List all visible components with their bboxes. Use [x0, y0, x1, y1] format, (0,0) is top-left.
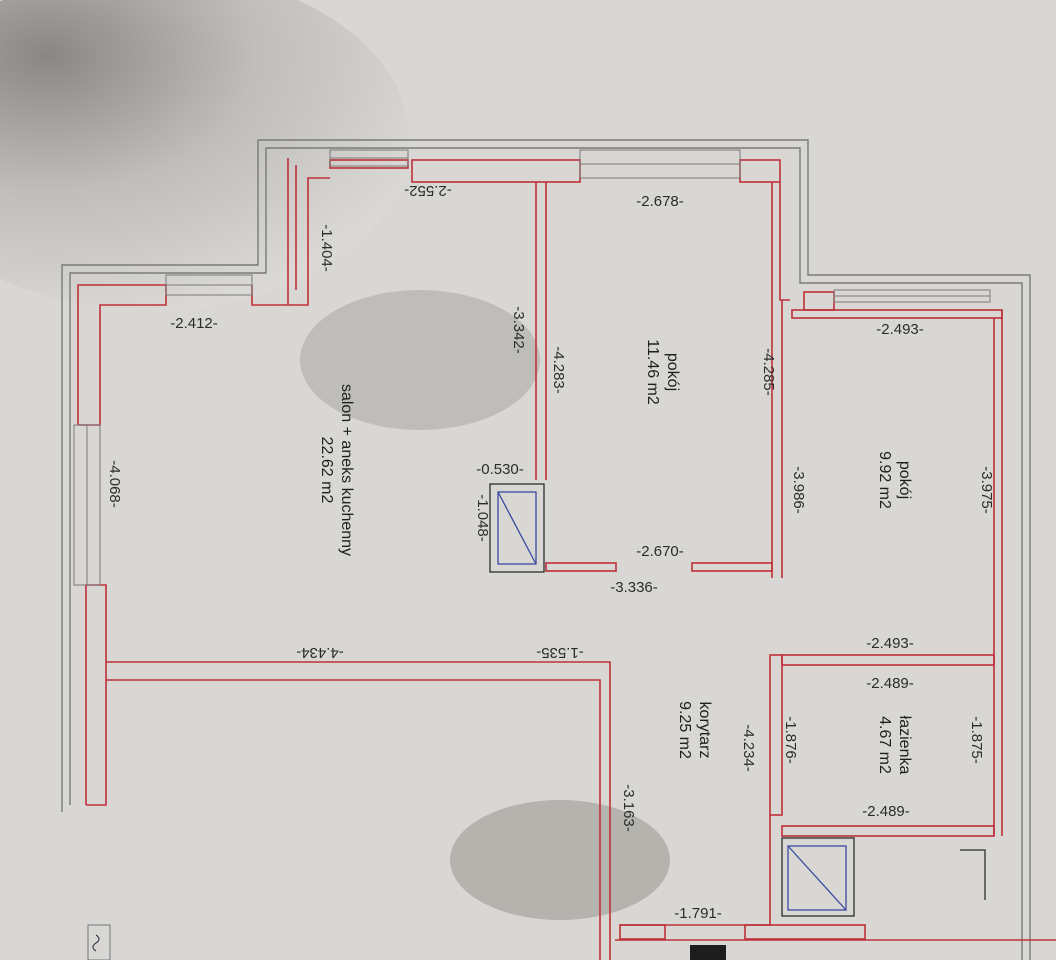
- windows: [73, 149, 991, 586]
- dim-2670: -2.670-: [636, 543, 684, 560]
- dim-2493-mid: -2.493-: [866, 635, 914, 652]
- dim-0530: -0.530-: [476, 461, 524, 478]
- room-pokoj1-name: pokój: [664, 353, 681, 391]
- dim-2412: -2.412-: [170, 315, 218, 332]
- dim-3163: -3.163-: [620, 784, 637, 832]
- room-lazienka-name: łazienka: [896, 716, 913, 775]
- paper-shadow-2: [300, 290, 540, 430]
- fixtures: [489, 483, 986, 917]
- room-pokoj1-area: 11.46 m2: [644, 339, 661, 405]
- stamp-fragment: [87, 924, 726, 960]
- dim-1404: -1.404-: [318, 224, 335, 272]
- dim-4434: -4.434-: [296, 644, 344, 661]
- dimension-labels: -1.404- -2.552- -2.678- -2.412- -3.342- …: [106, 182, 995, 922]
- dim-3336: -3.336-: [610, 579, 658, 596]
- dim-4285: -4.285-: [760, 348, 777, 396]
- room-labels: salon + aneks kuchenny 22.62 m2 pokój 11…: [318, 339, 913, 774]
- dim-4234: -4.234-: [740, 724, 757, 772]
- dim-1875: -1.875-: [968, 716, 985, 764]
- room-pokoj2-name: pokój: [896, 461, 913, 499]
- room-lazienka-area: 4.67 m2: [876, 716, 893, 774]
- room-korytarz-name: korytarz: [696, 702, 713, 759]
- dim-3342: -3.342-: [510, 306, 527, 354]
- dim-4283: -4.283-: [550, 346, 567, 394]
- dim-2552: -2.552-: [404, 182, 452, 199]
- dim-2489-b: -2.489-: [862, 803, 910, 820]
- dim-1048: -1.048-: [474, 494, 491, 542]
- dim-3975: -3.975-: [978, 466, 995, 514]
- dim-2678: -2.678-: [636, 193, 684, 210]
- dim-1791: -1.791-: [674, 905, 722, 922]
- outer-walls-gray: [61, 139, 1031, 960]
- room-salon-area: 22.62 m2: [318, 437, 335, 504]
- dim-4068: -4.068-: [106, 460, 123, 508]
- paper-shadow-3: [450, 800, 670, 920]
- dim-1535: -1.535-: [536, 644, 584, 661]
- dim-2493-top: -2.493-: [876, 321, 924, 338]
- room-pokoj2-area: 9.92 m2: [876, 451, 893, 509]
- dim-1876: -1.876-: [782, 716, 799, 764]
- dim-2489-a: -2.489-: [866, 675, 914, 692]
- dim-3986: -3.986-: [790, 466, 807, 514]
- room-salon-name: salon + aneks kuchenny: [338, 384, 355, 556]
- room-korytarz-area: 9.25 m2: [676, 701, 693, 759]
